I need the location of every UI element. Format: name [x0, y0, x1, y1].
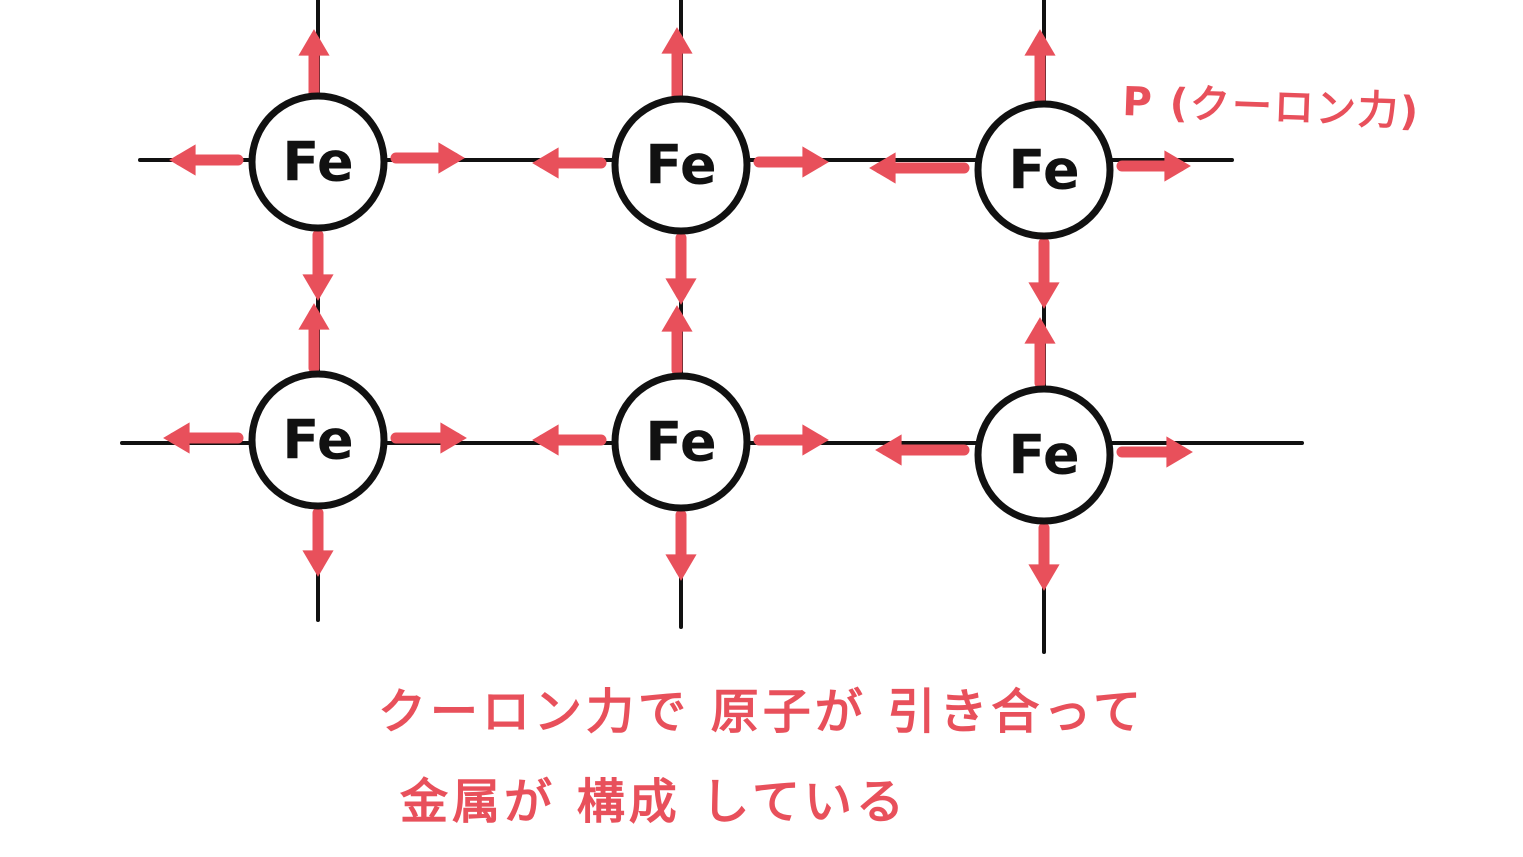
fe-atom: Fe — [974, 100, 1114, 240]
atom-circle — [611, 372, 751, 512]
caption-line-1: クーロン力で 原子が 引き合って — [378, 684, 1145, 740]
fe-atom: Fe — [611, 372, 751, 512]
annotations: P (クーロン力) クーロン力で 原子が 引き合って 金属が 構成 している — [378, 79, 1421, 830]
force-arrows — [163, 27, 1193, 591]
fe-atom: Fe — [974, 385, 1114, 525]
fe-atom: Fe — [248, 370, 388, 510]
atom-label: Fe — [282, 409, 353, 472]
atom-circle — [248, 92, 388, 232]
fe-atoms: Fe Fe Fe Fe Fe Fe — [248, 92, 1114, 525]
atom-label: Fe — [282, 131, 353, 194]
atom-circle — [974, 100, 1114, 240]
atom-circle — [611, 95, 751, 235]
atom-label: Fe — [645, 411, 716, 474]
atom-circle — [974, 385, 1114, 525]
fe-atom: Fe — [248, 92, 388, 232]
atom-label: Fe — [1008, 139, 1079, 202]
atom-label: Fe — [645, 134, 716, 197]
atom-circle — [248, 370, 388, 510]
fe-atom: Fe — [611, 95, 751, 235]
atom-label: Fe — [1008, 424, 1079, 487]
coulomb-force-label: P (クーロン力) — [1122, 79, 1421, 135]
caption-line-2: 金属が 構成 している — [399, 774, 908, 830]
